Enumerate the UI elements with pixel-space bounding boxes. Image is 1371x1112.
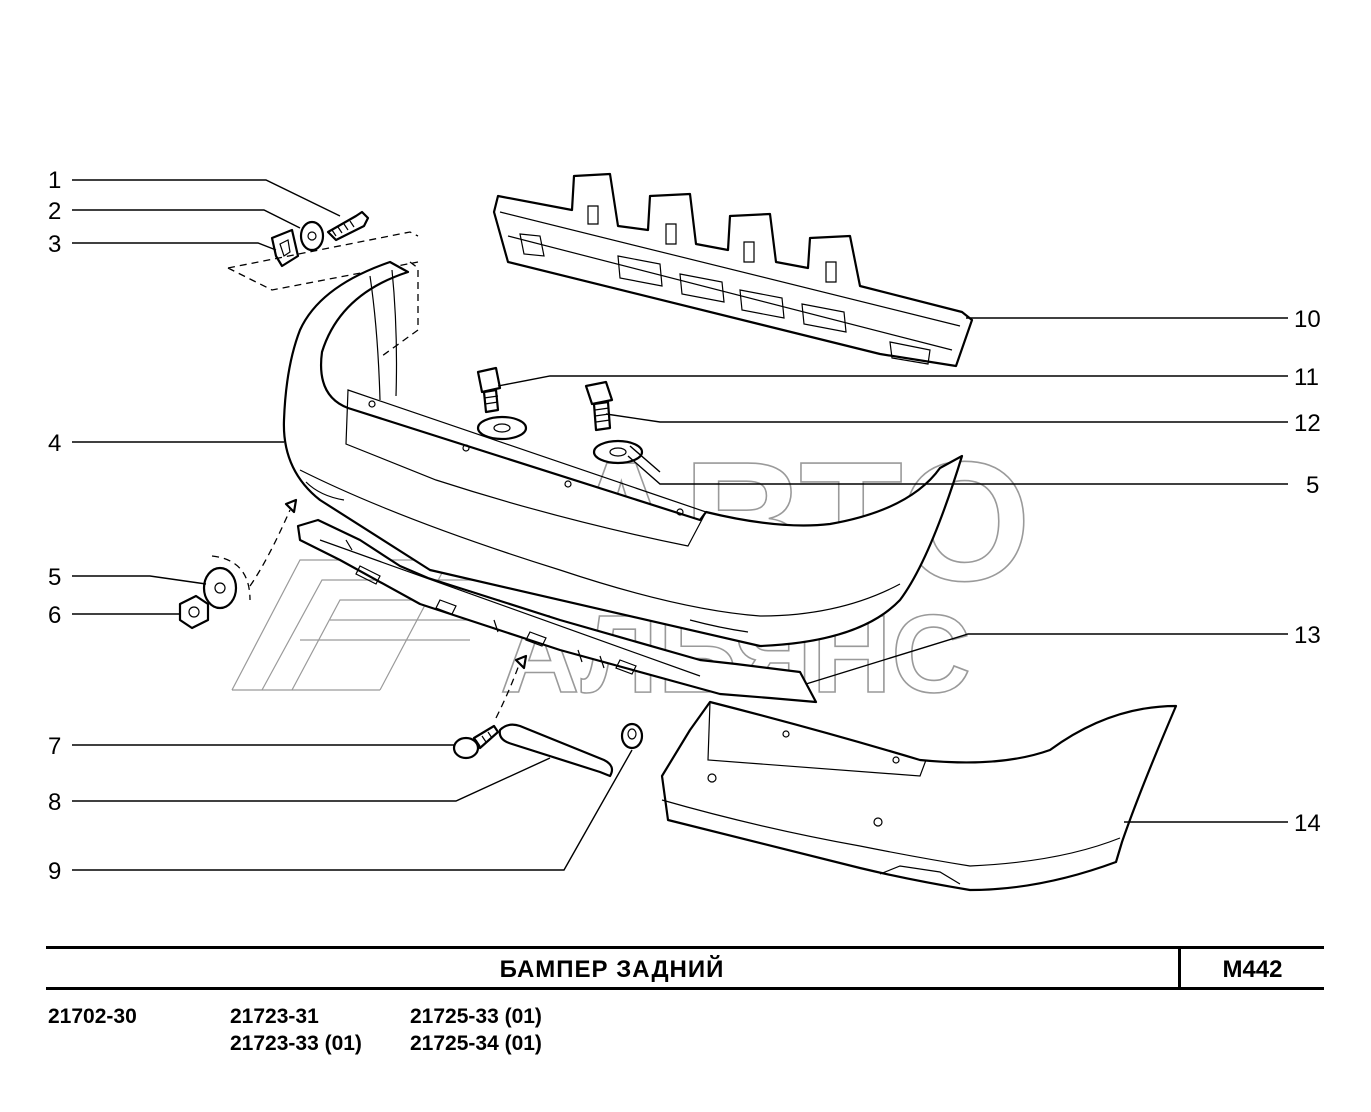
- callout-5-right: 5: [1306, 472, 1319, 499]
- callout-6: 6: [48, 602, 61, 629]
- callout-7: 7: [48, 733, 61, 760]
- leader-lines: [72, 179, 1288, 871]
- callout-11: 11: [1294, 364, 1319, 391]
- callout-4: 4: [48, 430, 61, 457]
- part-absorber-10: [492, 172, 974, 368]
- part-bracket-13: [296, 518, 818, 704]
- model-code: 21723-33 (01): [230, 1032, 362, 1055]
- model-code: 21725-33 (01): [410, 1005, 542, 1028]
- part-nut-9: [620, 722, 644, 750]
- model-code: 21723-31: [230, 1005, 319, 1028]
- callout-3: 3: [48, 231, 61, 258]
- assembly-arrow-up-center: [495, 661, 521, 719]
- arrow-head-left: [284, 498, 298, 514]
- part-reflector-8: [498, 723, 614, 778]
- sheet-code: М442: [1222, 956, 1283, 983]
- assembly-arrow-nut: [211, 555, 251, 601]
- callout-5-left: 5: [48, 564, 61, 591]
- callout-2: 2: [48, 198, 61, 225]
- callout-10: 10: [1294, 306, 1321, 333]
- arrow-head-center: [514, 654, 528, 670]
- model-code: 21725-34 (01): [410, 1032, 542, 1055]
- part-screw-1: [326, 210, 370, 242]
- callout-8: 8: [48, 789, 61, 816]
- part-bolt-11: [476, 366, 502, 414]
- part-nut-6: [178, 594, 210, 630]
- part-washer-2: [299, 220, 325, 252]
- assembly-arrow-up-left: [249, 509, 291, 587]
- diagram-title: БАМПЕР ЗАДНИЙ: [499, 956, 725, 983]
- part-bolt-12: [584, 380, 614, 432]
- callout-14: 14: [1294, 810, 1321, 837]
- part-bumper-assembly-14: [660, 700, 1178, 892]
- title-divider: [1178, 949, 1181, 987]
- part-bumper-cover-4: [282, 260, 964, 648]
- part-washer-5b: [592, 439, 644, 465]
- part-clip-3: [270, 228, 300, 268]
- callout-9: 9: [48, 858, 61, 885]
- callout-12: 12: [1294, 410, 1321, 437]
- part-screw-7: [452, 724, 500, 760]
- part-washer-5c: [202, 566, 238, 610]
- part-washer-5a: [476, 415, 528, 441]
- title-block: БАМПЕР ЗАДНИЙ М442: [46, 946, 1324, 990]
- callout-1: 1: [48, 167, 61, 194]
- model-code: 21702-30: [48, 1005, 137, 1028]
- assembly-line-cover: [381, 261, 419, 357]
- callout-13: 13: [1294, 622, 1321, 649]
